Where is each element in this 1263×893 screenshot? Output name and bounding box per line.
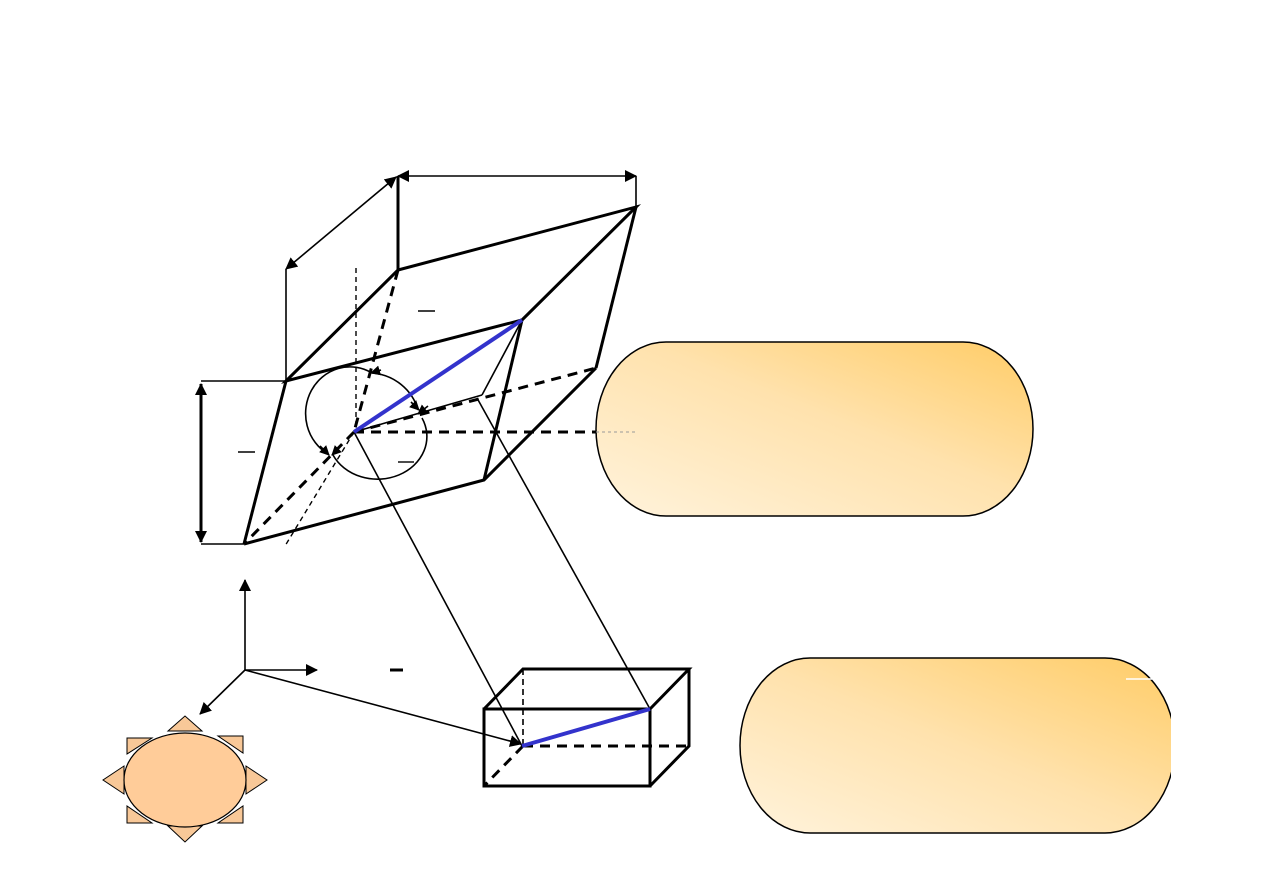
capsule-clip-mask bbox=[1171, 640, 1263, 850]
angle-arc-bottom bbox=[332, 417, 428, 480]
projection-line-right bbox=[476, 397, 651, 710]
inner-line-a bbox=[481, 319, 523, 396]
axis-arrow-to-box bbox=[244, 669, 522, 747]
axis-arrow-down-left bbox=[199, 669, 246, 715]
box-top-face bbox=[482, 667, 693, 711]
angle-arrow-a bbox=[370, 365, 382, 376]
diagonal-vector-lower bbox=[521, 707, 651, 748]
rhombohedron-edge-front-middle bbox=[482, 319, 524, 481]
hidden-edge-back-right bbox=[353, 366, 597, 434]
angle-arrow-c bbox=[417, 404, 429, 415]
hidden-edge-back-vertical bbox=[352, 269, 400, 433]
angle-arrow-d bbox=[319, 445, 330, 456]
angle-arc-large bbox=[304, 366, 373, 455]
rhombohedron-bottom-front bbox=[243, 366, 598, 546]
capsule-callout-bottom bbox=[739, 657, 1176, 834]
angle-arrow-e bbox=[331, 444, 343, 456]
diagonal-vector-upper bbox=[352, 318, 524, 434]
box-hidden-diagonal bbox=[482, 744, 525, 788]
rhombohedron-edge-front-left bbox=[242, 380, 288, 545]
rhombohedron-top-face bbox=[281, 204, 642, 384]
box-right-face bbox=[648, 669, 691, 788]
capsule-callout-top bbox=[595, 341, 1034, 517]
projection-line-left bbox=[353, 431, 523, 747]
axis-guide-down bbox=[284, 431, 355, 547]
rhombohedron-edge-back-right bbox=[594, 206, 638, 369]
dimension-arrow-diagonal bbox=[285, 176, 397, 270]
sun-icon bbox=[102, 715, 268, 843]
box-front-face bbox=[482, 707, 652, 788]
